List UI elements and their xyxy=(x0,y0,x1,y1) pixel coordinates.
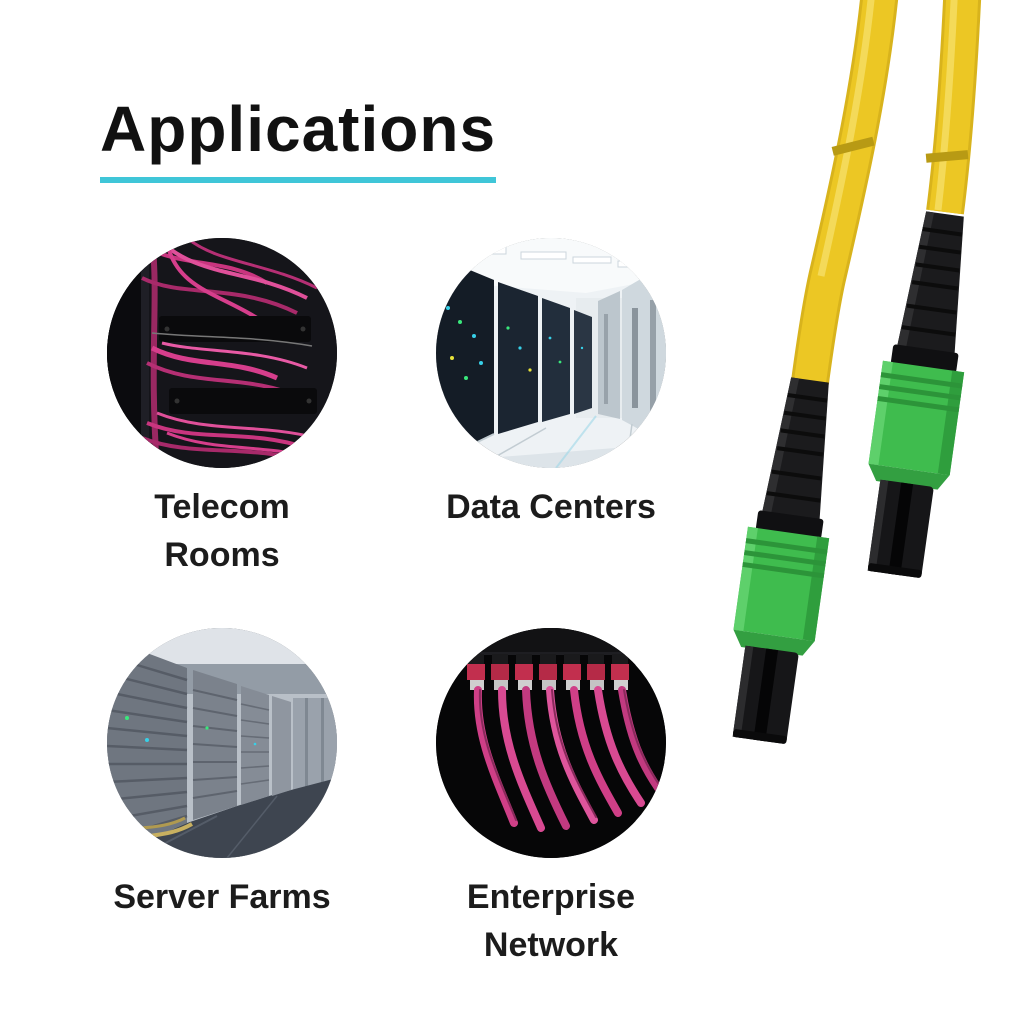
label-line: Network xyxy=(483,925,619,964)
fiber-cable-mpo-connectors-illustration xyxy=(674,0,1024,1024)
data-centers-label: Data Centers xyxy=(396,484,706,532)
application-item-data-centers: Data Centers xyxy=(396,238,706,532)
page-title: Applications xyxy=(100,95,497,184)
label-line: Data Centers xyxy=(446,488,656,526)
label-line: Server Farms xyxy=(113,878,331,916)
server-farms-label: Server Farms xyxy=(67,874,377,922)
data-centers-illustration xyxy=(436,238,666,468)
telecom-rooms-label: Telecom Rooms xyxy=(67,484,377,579)
label-line: Enterprise xyxy=(466,878,636,916)
telecom-rooms-photo xyxy=(107,238,337,468)
server-farms-photo xyxy=(107,628,337,858)
enterprise-network-label: Enterprise Network xyxy=(396,874,706,969)
application-item-enterprise-network: Enterprise Network xyxy=(396,628,706,969)
title-block: Applications xyxy=(100,95,497,184)
label-line: Telecom xyxy=(154,488,290,526)
application-item-telecom-rooms: Telecom Rooms xyxy=(67,238,377,579)
enterprise-network-illustration xyxy=(436,628,666,858)
telecom-rooms-illustration xyxy=(107,238,337,468)
data-centers-photo xyxy=(436,238,666,468)
enterprise-network-photo xyxy=(436,628,666,858)
label-line: Rooms xyxy=(164,535,280,574)
application-item-server-farms: Server Farms xyxy=(67,628,377,922)
server-farms-illustration xyxy=(107,628,337,858)
